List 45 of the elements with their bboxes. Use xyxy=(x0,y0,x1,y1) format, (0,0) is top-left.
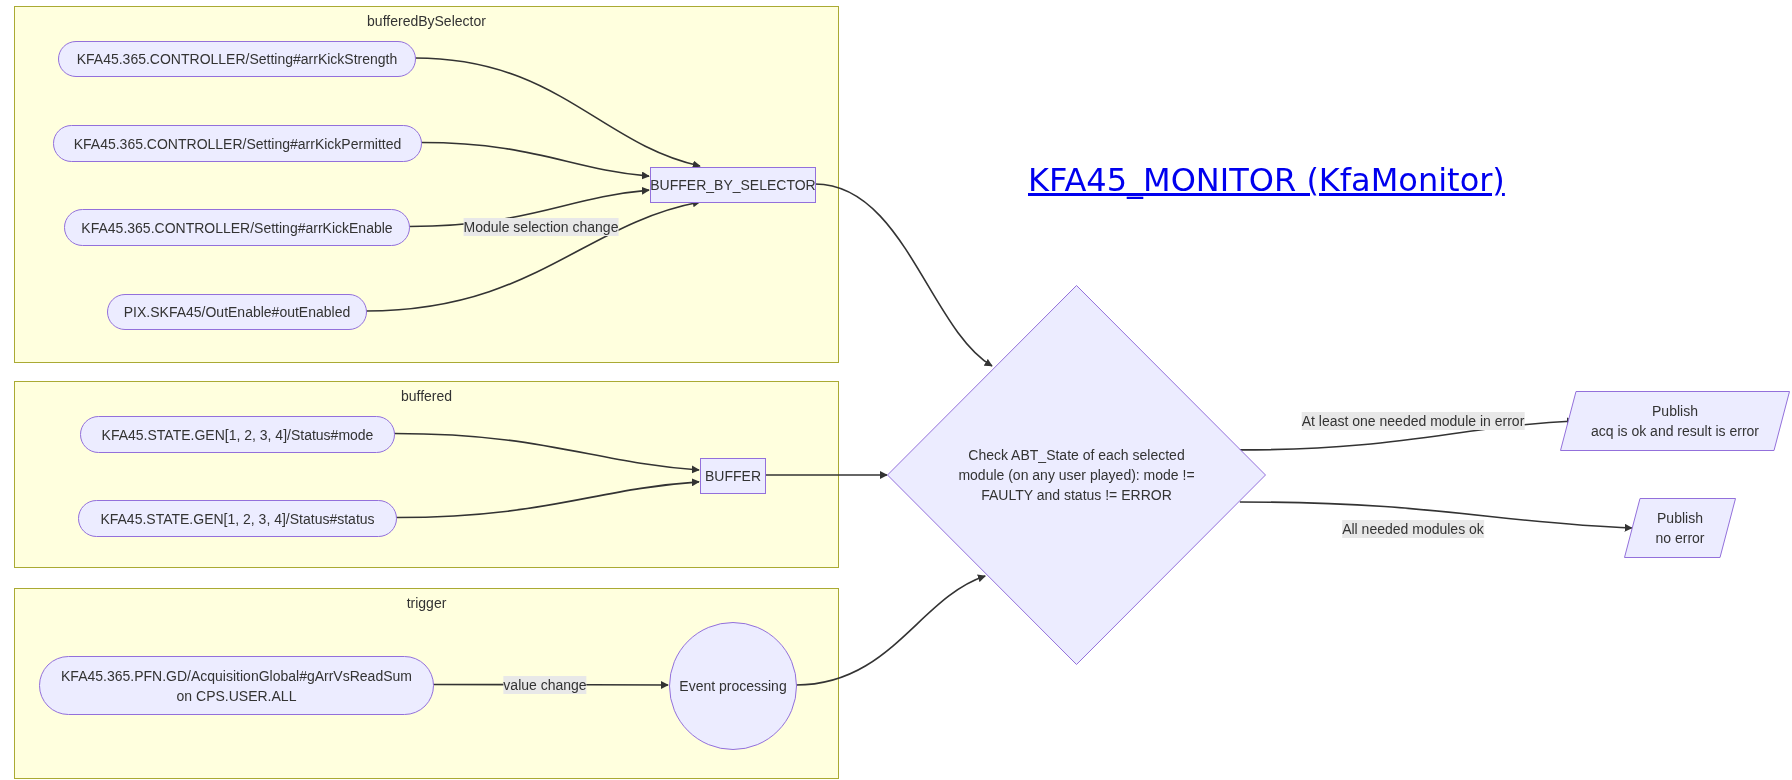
node-text: BUFFER_BY_SELECTOR xyxy=(649,176,817,195)
node-text: KFA45.365.CONTROLLER/Setting#arrKickStrength xyxy=(75,50,399,69)
group-title: bufferedBySelector xyxy=(366,12,487,31)
rounded-node xyxy=(80,416,395,453)
rounded-node xyxy=(58,41,416,77)
node-text: KFA45.365.PFN.GD/AcquisitionGlobal#gArrVsReadSum on CPS.USER.ALL xyxy=(60,666,413,706)
edge-label: value change xyxy=(503,676,587,694)
group-panel xyxy=(14,381,839,568)
group-panel xyxy=(14,588,839,779)
group-title: buffered xyxy=(399,387,454,406)
rounded-node xyxy=(53,125,422,162)
arrow xyxy=(414,57,701,168)
node-text: KFA45.365.CONTROLLER/Setting#arrKickPermitted xyxy=(72,134,403,154)
rounded-node xyxy=(78,500,397,537)
node-text: no error xyxy=(1654,529,1706,548)
process-box xyxy=(650,167,816,203)
arrow xyxy=(795,575,986,686)
arrow xyxy=(764,471,888,479)
node-text: KFA45.STATE.GEN[1, 2, 3, 4]/Status#status xyxy=(99,509,376,529)
arrow xyxy=(395,478,700,519)
rounded-node xyxy=(64,209,410,246)
edge-label: Module selection change xyxy=(463,218,619,236)
node-text: KFA45.365.CONTROLLER/Setting#arrKickEnable xyxy=(80,218,394,238)
arrow xyxy=(393,432,700,474)
arrow xyxy=(1239,501,1633,532)
title-link: KFA45_MONITOR (KfaMonitor) xyxy=(1028,160,1505,200)
group-panel xyxy=(14,6,839,363)
node-text: Event processing xyxy=(678,677,788,696)
edge-label: All needed modules ok xyxy=(1342,520,1484,538)
decision-diamond xyxy=(887,285,1266,665)
node-text: acq is ok and result is error xyxy=(1589,422,1761,441)
node-text: BUFFER xyxy=(704,467,762,486)
node-text: Check ABT_State of each selected module (on any user played): mode != FAULTY and status != ERROR xyxy=(957,446,1196,505)
group-title: trigger xyxy=(405,594,448,613)
node-text: KFA45.STATE.GEN[1, 2, 3, 4]/Status#mode xyxy=(100,425,375,445)
node-text: Publish xyxy=(1656,509,1704,528)
rounded-node xyxy=(107,294,367,330)
output-parallelogram xyxy=(1624,498,1736,558)
arrow xyxy=(814,183,993,367)
edge-label: At least one needed module in error xyxy=(1301,412,1525,430)
node-text: Publish xyxy=(1651,402,1699,421)
node-text: PIX.SKFA45/OutEnable#outEnabled xyxy=(122,303,352,322)
arrow xyxy=(420,141,650,180)
process-box xyxy=(700,458,766,494)
output-parallelogram xyxy=(1560,391,1790,451)
